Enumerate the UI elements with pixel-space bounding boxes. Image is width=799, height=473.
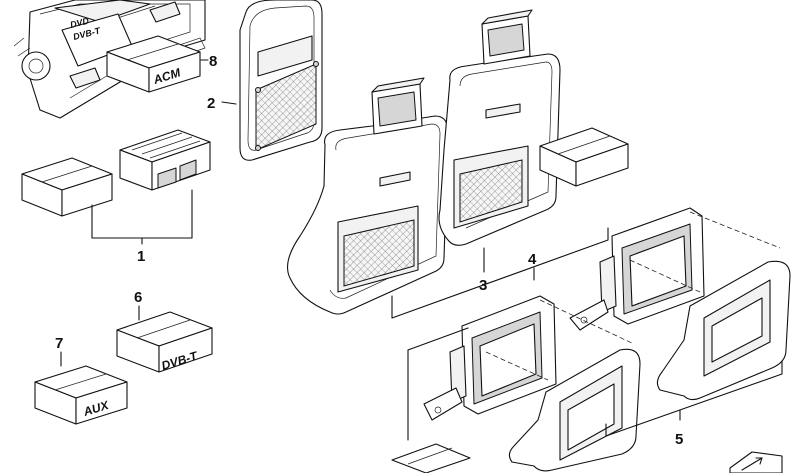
seat-left [287,77,449,315]
part-number-7: 7 [55,335,63,352]
part-number-4: 4 [528,251,537,268]
box-dvbt: DVB-T [116,311,213,373]
monitor-frame-left [423,295,557,421]
dvd-player-unit [119,129,211,191]
seat-right [438,9,561,246]
dvd-unit-label-dvd: DVD [69,16,90,30]
box-right-seat [539,127,629,187]
box-part-1-left [21,157,113,217]
part-number-1: 1 [137,248,145,265]
part-number-6: 6 [134,289,142,306]
part-number-8: 8 [209,53,217,70]
part-number-2: 2 [207,95,215,112]
trim-surround-right [656,260,791,401]
box-aux: AUX [34,365,128,425]
part-number-5: 5 [675,431,683,448]
monitor-frame-right [569,207,705,331]
diagram-corner-icon [729,451,783,473]
box-bottom-partial [391,443,471,473]
box-acm: ACM [106,35,201,93]
seat-back-panel [239,0,323,161]
trim-surround-left [508,348,641,472]
